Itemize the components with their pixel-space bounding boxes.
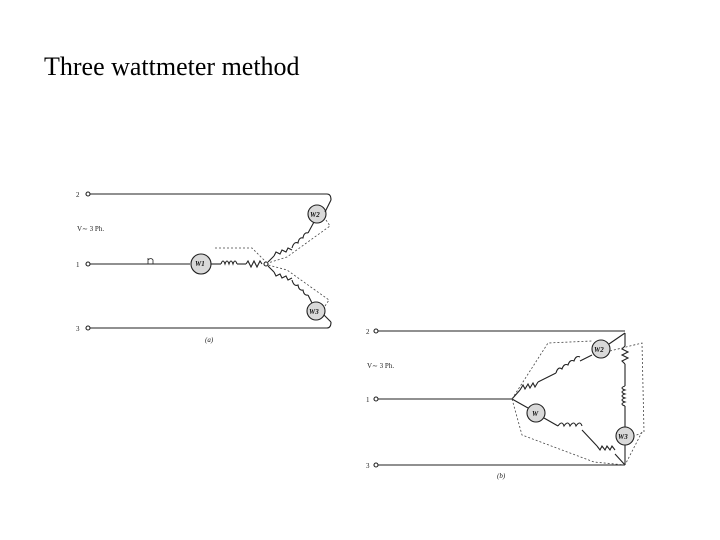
terminal-label-b-2: 2 xyxy=(366,328,370,336)
coil-b-13 xyxy=(557,422,583,428)
terminal-b-3 xyxy=(373,462,379,468)
slide-title: Three wattmeter method xyxy=(44,52,300,81)
wattmeter-label-b-2: W2 xyxy=(594,346,604,354)
wattmeter-label-a-3: W3 xyxy=(309,308,319,316)
coil-b-23 xyxy=(621,385,627,407)
caption-a: (a) xyxy=(205,336,214,344)
resistor-b-23 xyxy=(620,345,630,365)
pressure-lead-a-3 xyxy=(267,264,330,307)
terminal-label-a-3: 3 xyxy=(76,325,80,333)
wattmeter-label-b-3: W3 xyxy=(618,433,628,441)
wattmeter-label-b-1: W xyxy=(532,410,539,418)
wattmeter-label-a-2: W2 xyxy=(310,211,320,219)
caption-b: (b) xyxy=(497,472,506,480)
star-point-a xyxy=(263,261,269,267)
diagram-b-delta xyxy=(373,328,645,468)
wattmeter-a-2 xyxy=(307,204,327,224)
coil-a-3 xyxy=(291,279,309,296)
wattmeter-a-3 xyxy=(306,301,326,321)
terminal-b-2 xyxy=(373,328,379,334)
resistor-b-13 xyxy=(596,444,616,452)
resistor-a-1 xyxy=(245,259,263,269)
wattmeter-label-a-1: W1 xyxy=(195,260,205,268)
pressure-lead-a-1 xyxy=(215,247,267,263)
coil-a-1 xyxy=(220,260,238,266)
pressure-lead-a-2 xyxy=(267,219,331,264)
coil-a-2 xyxy=(291,232,309,249)
terminal-label-b-3: 3 xyxy=(366,462,370,470)
coil-b-12 xyxy=(555,355,581,374)
wattmeter-b-1 xyxy=(526,403,546,423)
terminal-a-1 xyxy=(85,261,91,267)
resistor-a-2 xyxy=(273,247,293,257)
terminal-a-2 xyxy=(85,191,91,197)
pressure-lead-b-3a xyxy=(609,342,645,437)
terminal-b-1 xyxy=(373,396,379,402)
supply-label-a: V∼ 3 Ph. xyxy=(77,225,104,233)
terminal-label-b-1: 1 xyxy=(366,396,370,404)
pressure-lead-b-1 xyxy=(511,398,626,466)
resistor-a-3 xyxy=(273,271,293,281)
pressure-lead-b-2 xyxy=(511,340,593,400)
terminal-label-a-1: 1 xyxy=(76,261,80,269)
line-a-2 xyxy=(90,193,332,201)
supply-label-b: V∼ 3 Ph. xyxy=(367,362,394,370)
diagram-a-star xyxy=(85,191,332,331)
line-a-3 xyxy=(90,321,332,329)
wattmeter-b-2 xyxy=(591,339,611,359)
terminal-a-3 xyxy=(85,325,91,331)
terminal-label-a-2: 2 xyxy=(76,191,80,199)
resistor-b-12 xyxy=(519,381,539,391)
